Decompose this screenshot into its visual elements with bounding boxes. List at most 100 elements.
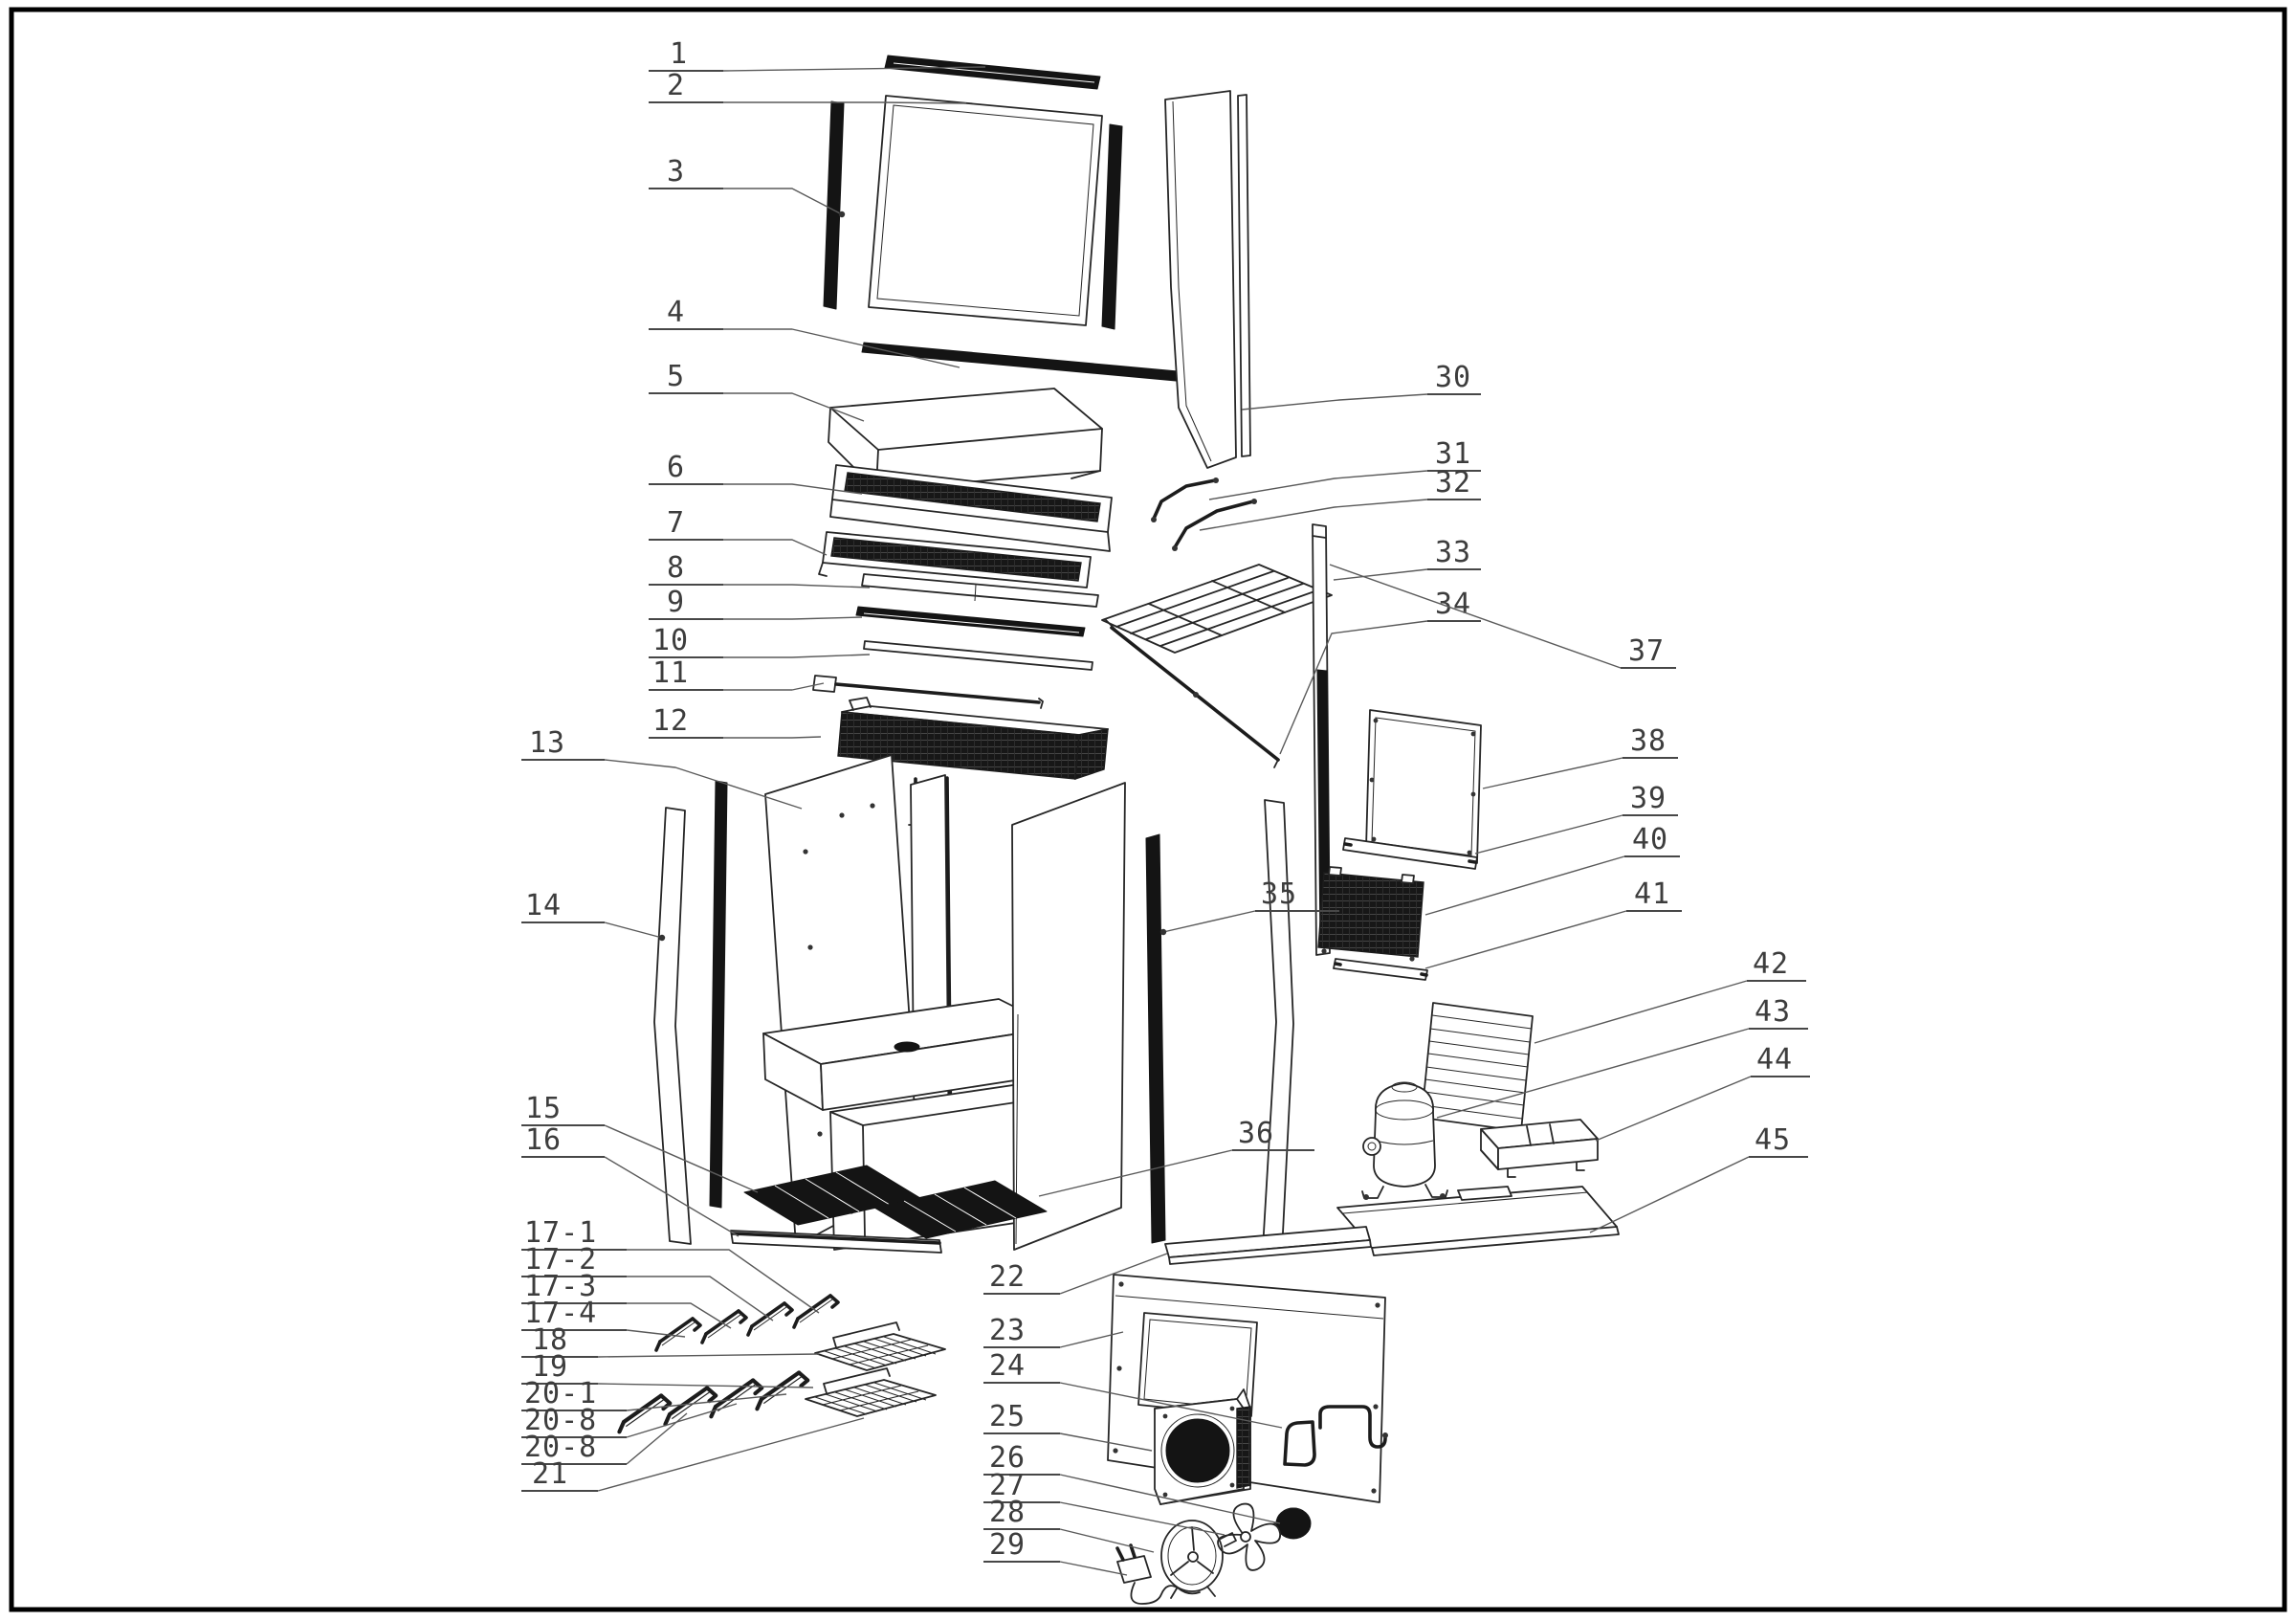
- part-number-text: 15: [525, 1092, 562, 1125]
- part-31-bent-tube: [1151, 477, 1219, 522]
- part-40-evap-grille: [1317, 866, 1424, 962]
- part-label-36: 36: [1038, 1117, 1314, 1197]
- part-number-text: 3: [667, 155, 685, 189]
- part-label-11: 11: [649, 656, 825, 691]
- part-number-text: 40: [1632, 823, 1668, 856]
- part-label-8: 8: [649, 551, 871, 588]
- part-number-text: 20-1: [524, 1377, 597, 1410]
- part-33-wire-rack: [1101, 564, 1333, 654]
- part-label-40: 40: [1424, 823, 1680, 916]
- part-label-10: 10: [649, 624, 871, 658]
- part-number-text: 1: [670, 37, 688, 71]
- part-number-text: 17-3: [524, 1270, 597, 1303]
- part-label-14: 14: [521, 889, 666, 942]
- page-border: [9, 7, 2287, 1612]
- part-11-rod: [812, 675, 1044, 709]
- part-label-35: 35: [1159, 877, 1339, 936]
- part-number-text: 42: [1753, 947, 1789, 981]
- part-45-bottom-panel: [1336, 1186, 1620, 1256]
- part-7-grille-insert: [818, 531, 1092, 588]
- labels-layer: 1234567891011121314151617-117-217-317-41…: [521, 37, 1810, 1576]
- part-label-43: 43: [1436, 995, 1808, 1119]
- part-number-text: 2: [667, 69, 685, 102]
- part-21-wire-shelf: [805, 1367, 937, 1417]
- part-number-text: 41: [1634, 877, 1670, 911]
- part-25-condenser: [1154, 1388, 1251, 1505]
- part-32-bent-tube: [1172, 499, 1257, 551]
- part-number-text: 26: [989, 1441, 1026, 1475]
- part-2-glass-panel: [868, 95, 1103, 326]
- part-number-text: 30: [1435, 361, 1471, 394]
- part-number-text: 12: [652, 704, 689, 738]
- part-label-2: 2: [649, 69, 967, 104]
- part-label-20-1: 20-1: [521, 1377, 787, 1411]
- part-number-text: 24: [989, 1349, 1026, 1383]
- part-number-text: 7: [667, 506, 685, 540]
- part-number-text: 33: [1435, 536, 1471, 569]
- part-number-text: 38: [1630, 724, 1667, 758]
- part-number-text: 28: [989, 1496, 1026, 1529]
- part-number-text: 17-1: [524, 1216, 597, 1250]
- part-label-38: 38: [1482, 724, 1678, 789]
- part-34-rod: [1105, 619, 1280, 768]
- part-number-text: 16: [525, 1123, 562, 1157]
- part-label-45: 45: [1589, 1123, 1808, 1233]
- part-number-text: 6: [667, 451, 685, 484]
- part-label-6: 6: [649, 451, 863, 495]
- part-8-strip: [861, 573, 1099, 608]
- part-number-text: 36: [1238, 1117, 1274, 1150]
- part-label-24: 24: [983, 1349, 1283, 1429]
- part-number-text: 20-8: [524, 1404, 597, 1437]
- part-number-text: 23: [989, 1314, 1026, 1347]
- part-5-canopy: [828, 388, 1103, 491]
- part-24-pipes: [1283, 1405, 1388, 1467]
- part-label-37: 37: [1329, 564, 1676, 669]
- part-41-strip: [1333, 958, 1428, 981]
- part-9-strip: [855, 606, 1086, 637]
- part-16-front-rail: [730, 1230, 942, 1254]
- part-number-text: 13: [529, 726, 565, 760]
- part-42-louver-grille: [1421, 1002, 1534, 1132]
- part-number-text: 18: [532, 1323, 568, 1357]
- part-label-44: 44: [1595, 1043, 1810, 1142]
- part-label-33: 33: [1333, 536, 1481, 581]
- part-number-text: 4: [667, 296, 685, 329]
- part-number-text: 44: [1756, 1043, 1793, 1077]
- part-43-compressor: [1361, 1081, 1448, 1200]
- part-label-26: 26: [983, 1441, 1281, 1524]
- part-label-29: 29: [983, 1528, 1128, 1576]
- part-22-rear-rail: [1164, 1226, 1372, 1265]
- part-number-text: 45: [1755, 1123, 1791, 1157]
- part-label-28: 28: [983, 1496, 1155, 1553]
- part-36-floor-mat-right: [873, 1180, 1048, 1239]
- part-label-15: 15: [521, 1092, 759, 1193]
- part-number-text: 14: [525, 889, 562, 922]
- part-label-17-4: 17-4: [521, 1297, 686, 1338]
- part-label-20-8b: 20-8: [521, 1412, 688, 1465]
- part-39-strip: [1342, 837, 1478, 870]
- right-inner-panel: [1011, 782, 1126, 1251]
- part-label-4: 4: [649, 296, 960, 368]
- part-12-evaporator: [837, 697, 1109, 827]
- part-1-top-trim: [884, 55, 1101, 90]
- part-label-19: 19: [521, 1350, 814, 1388]
- part-label-25: 25: [983, 1400, 1153, 1452]
- part-number-text: 8: [667, 551, 685, 585]
- part-number-text: 35: [1261, 877, 1297, 911]
- part-18-wire-shelf: [814, 1321, 946, 1371]
- part-number-text: 43: [1755, 995, 1791, 1029]
- part-number-text: 32: [1435, 466, 1471, 500]
- part-number-text: 27: [989, 1469, 1026, 1502]
- part-number-text: 25: [989, 1400, 1026, 1433]
- part-number-text: 29: [989, 1528, 1026, 1562]
- part-44-mount-tray: [1480, 1119, 1599, 1178]
- part-number-text: 22: [989, 1260, 1026, 1294]
- part-number-text: 10: [652, 624, 689, 657]
- part-label-39: 39: [1474, 782, 1678, 855]
- part-number-text: 20-8: [524, 1431, 597, 1464]
- parts-layer: [619, 55, 1620, 1605]
- part-label-32: 32: [1199, 466, 1481, 531]
- part-number-text: 37: [1628, 634, 1665, 668]
- part-number-text: 17-4: [524, 1297, 597, 1330]
- part-label-27: 27: [983, 1469, 1225, 1536]
